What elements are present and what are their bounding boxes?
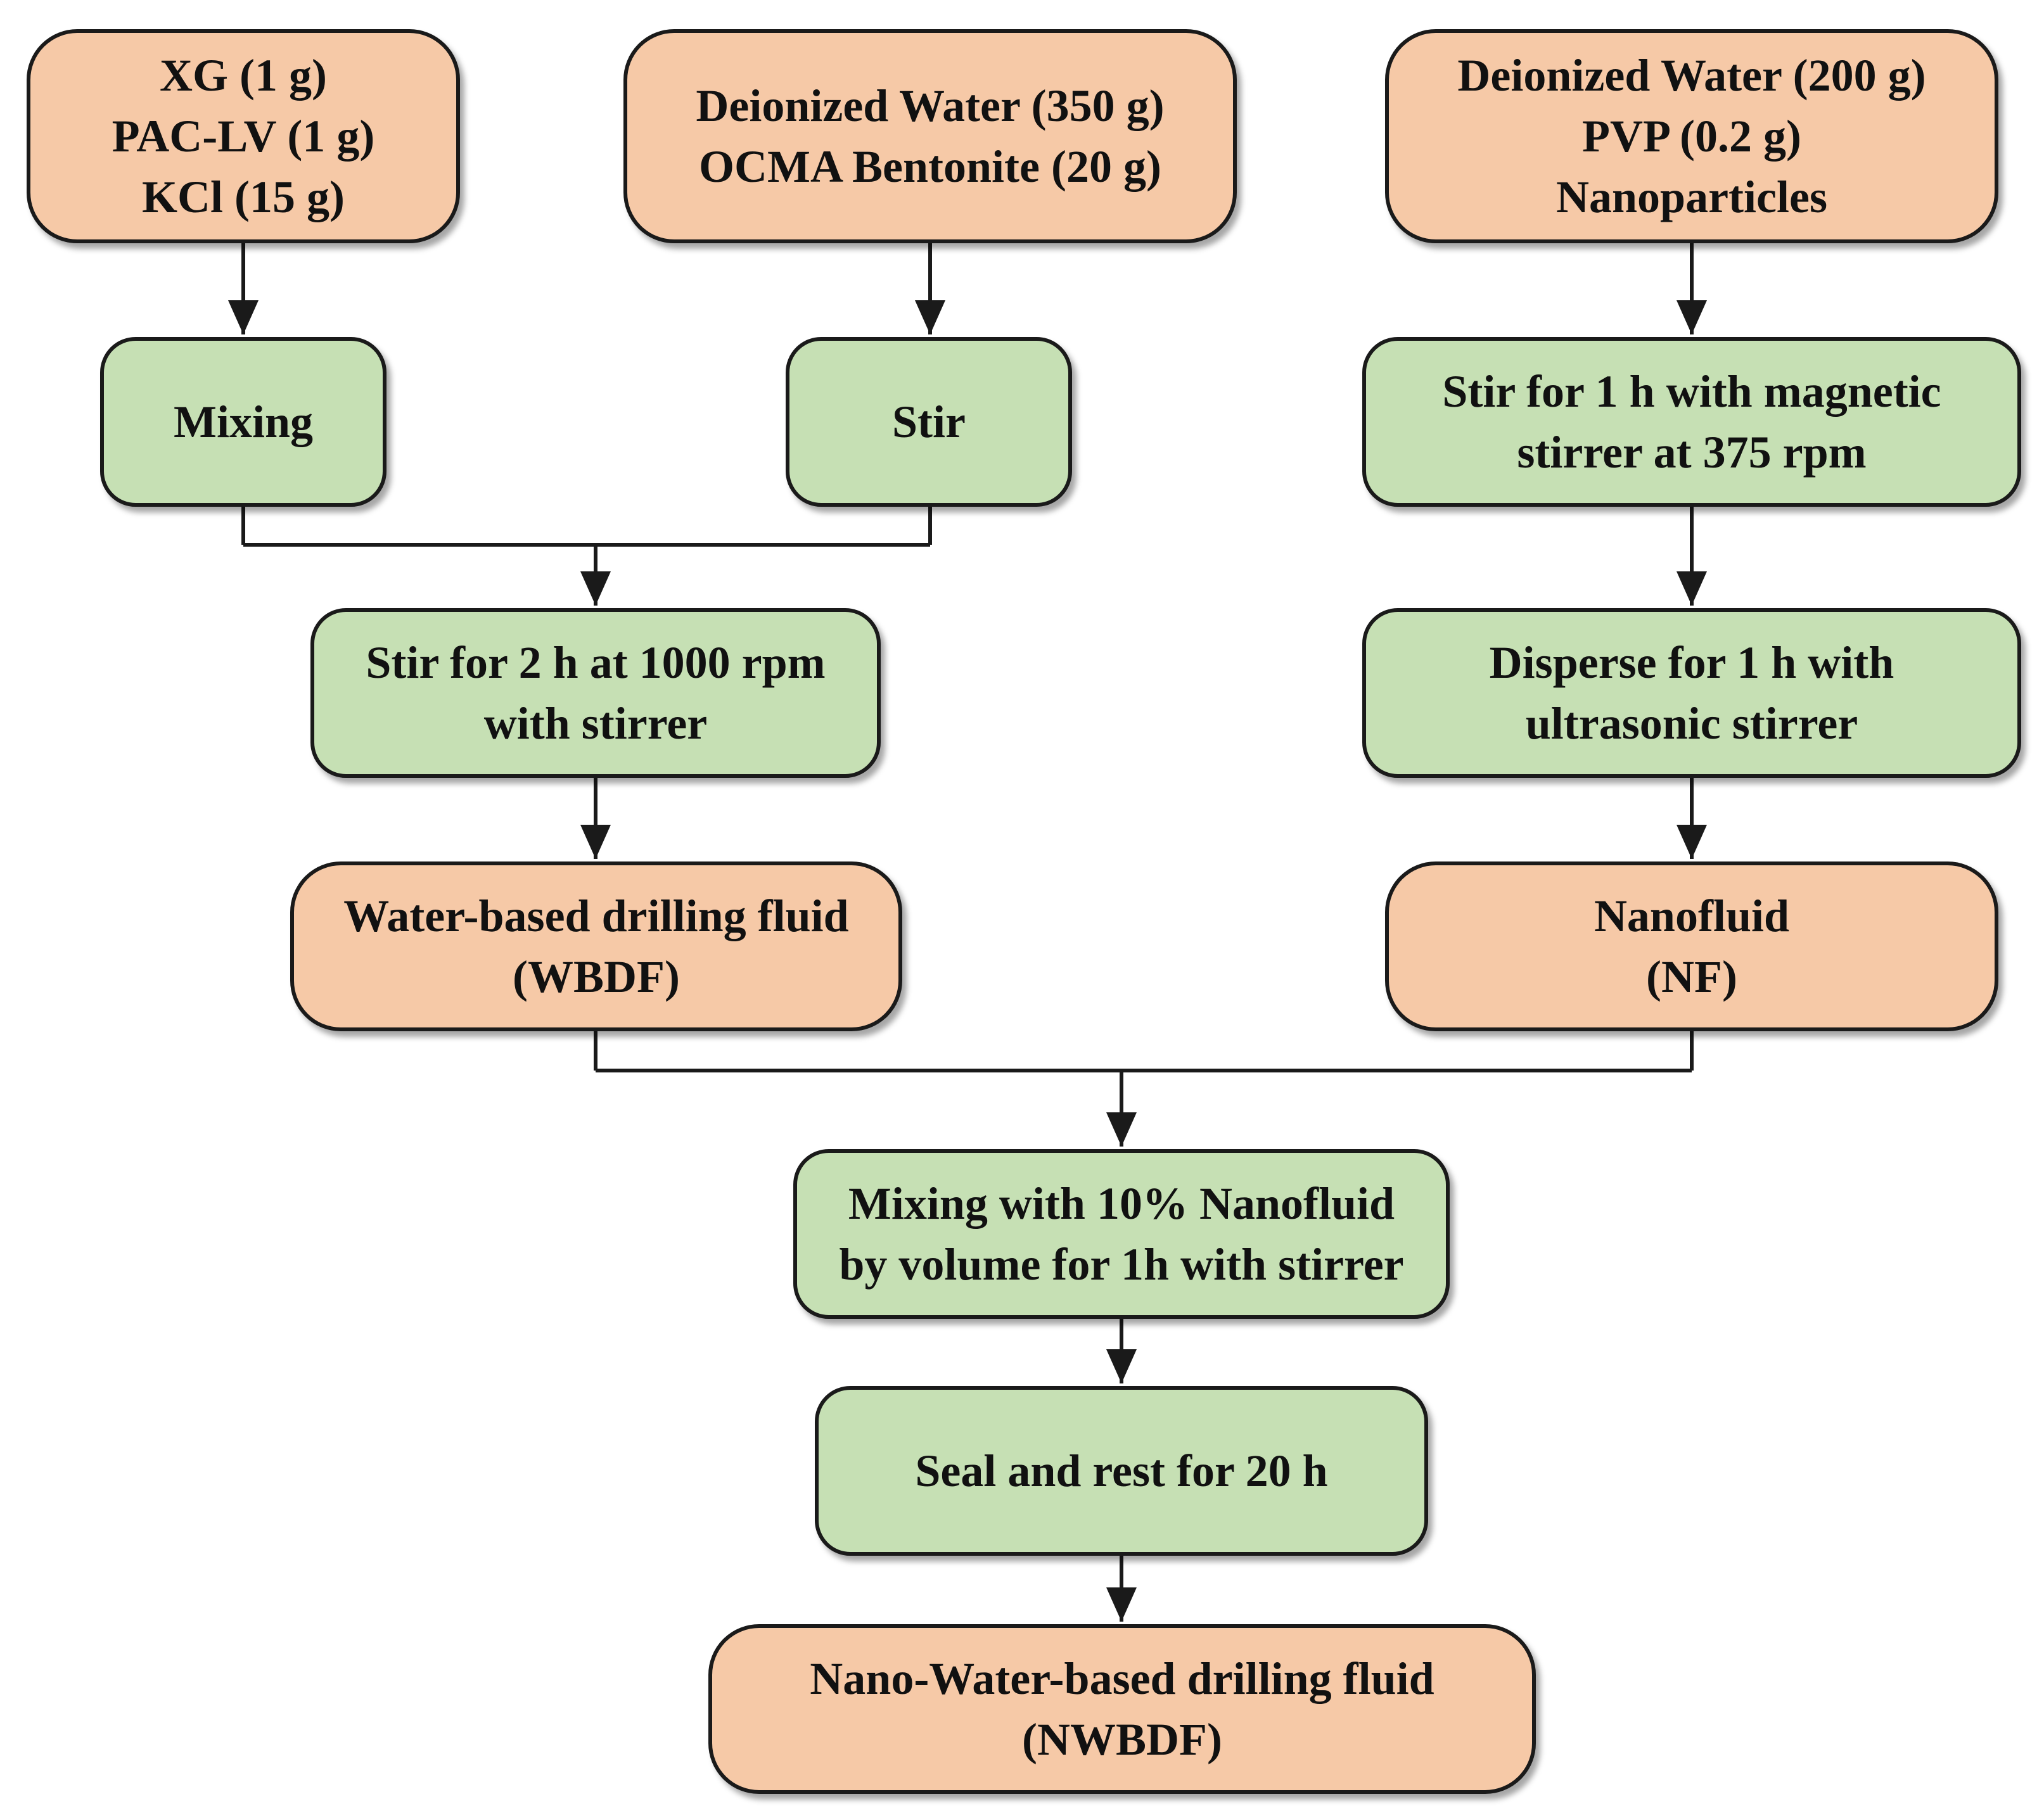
node-text-line: Nano-Water-based drilling fluid [810, 1653, 1434, 1704]
node-text-line: Nanofluid [1594, 891, 1790, 941]
node-text-line: Disperse for 1 h with [1489, 637, 1894, 688]
node-text-line: with stirrer [483, 698, 708, 749]
node-ultrasonic: Disperse for 1 h with ultrasonic stirrer [1362, 608, 2021, 778]
node-text-line: Mixing [173, 397, 313, 447]
node-mix-nanofluid: Mixing with 10% Nanofluid by volume for … [793, 1149, 1450, 1319]
node-text-line: Mixing with 10% Nanofluid [848, 1178, 1395, 1229]
node-text-line: (NWBDF) [1022, 1714, 1222, 1765]
node-text-line: stirrer at 375 rpm [1517, 427, 1867, 478]
node-text-line: Deionized Water (200 g) [1457, 50, 1926, 101]
node-nwbdf: Nano-Water-based drilling fluid (NWBDF) [708, 1624, 1536, 1794]
node-water-bentonite: Deionized Water (350 g) OCMA Bentonite (… [623, 29, 1237, 243]
node-text-line: by volume for 1h with stirrer [839, 1239, 1404, 1290]
node-text-line: KCl (15 g) [142, 172, 345, 222]
node-stir: Stir [786, 337, 1072, 507]
node-wbdf: Water-based drilling fluid (WBDF) [290, 861, 902, 1031]
node-mixing: Mixing [100, 337, 386, 507]
node-xg-inputs: XG (1 g) PAC-LV (1 g) KCl (15 g) [27, 29, 460, 243]
node-text-line: Seal and rest for 20 h [915, 1446, 1328, 1496]
node-text-line: PAC-LV (1 g) [112, 111, 375, 162]
node-water-pvp: Deionized Water (200 g) PVP (0.2 g) Nano… [1385, 29, 1998, 243]
node-text-line: Stir for 1 h with magnetic [1442, 366, 1941, 417]
node-text-line: Deionized Water (350 g) [696, 80, 1165, 131]
node-stir-2h: Stir for 2 h at 1000 rpm with stirrer [310, 608, 881, 778]
node-text-line: ultrasonic stirrer [1525, 698, 1858, 749]
node-text-line: Stir for 2 h at 1000 rpm [366, 637, 826, 688]
node-text-line: Nanoparticles [1556, 172, 1827, 222]
node-text-line: Water-based drilling fluid [343, 891, 849, 941]
node-text-line: PVP (0.2 g) [1582, 111, 1801, 162]
node-text-line: (WBDF) [513, 951, 680, 1002]
node-text-line: (NF) [1646, 951, 1737, 1002]
node-text-line: XG (1 g) [160, 50, 327, 101]
node-magnetic-stir: Stir for 1 h with magnetic stirrer at 37… [1362, 337, 2021, 507]
node-seal-rest: Seal and rest for 20 h [815, 1386, 1428, 1556]
node-text-line: OCMA Bentonite (20 g) [699, 141, 1161, 192]
node-text-line: Stir [892, 397, 966, 447]
node-nf: Nanofluid (NF) [1385, 861, 1998, 1031]
